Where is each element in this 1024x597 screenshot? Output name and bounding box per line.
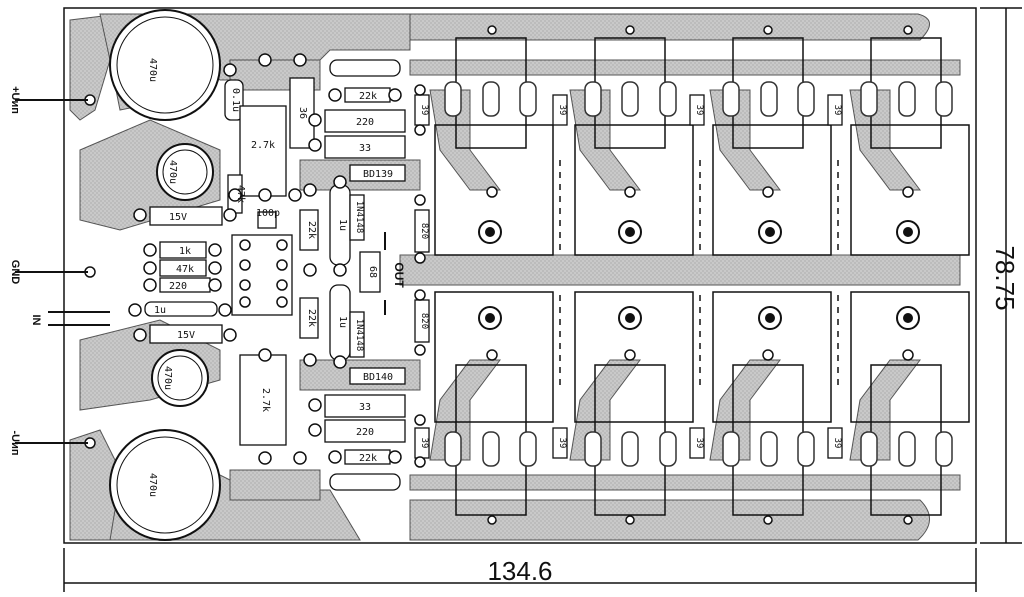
res-220-bottom: 220 <box>356 427 374 438</box>
res-39-4: 39 <box>832 105 842 116</box>
cap-100p: 100p <box>256 208 280 219</box>
gnd-label: GND <box>9 260 21 285</box>
in-label: IN <box>30 315 42 326</box>
cap-470u-bottom: 470u <box>147 473 158 497</box>
res-33-bottom: 33 <box>359 402 371 413</box>
diode-1n4148-bottom: 1N4148 <box>354 319 364 352</box>
transistor-bd139: BD139 <box>363 169 393 180</box>
dimension-lines <box>63 7 1022 592</box>
mounting-holes <box>478 220 920 330</box>
height-dimension-label: 78.75 <box>990 245 1020 310</box>
cap-1u: 1u <box>154 305 166 316</box>
diode-1n4148-top: 1N4148 <box>354 201 364 234</box>
res-22k-bottom: 22k <box>359 453 377 464</box>
res-39-1: 39 <box>419 105 429 116</box>
res-36: 36 <box>297 107 308 119</box>
out-label: OUT <box>392 262 406 288</box>
res-1k: 1k <box>179 246 191 257</box>
cap-1u-v1: 1u <box>337 219 348 231</box>
res-820-top: 820 <box>419 223 429 239</box>
res-2.7k-bottom: 2.7k <box>260 388 271 412</box>
res-220-top: 220 <box>356 117 374 128</box>
res-39-6: 39 <box>557 438 567 449</box>
transistor-pads <box>444 81 953 467</box>
res-47k-mid: 47k <box>176 264 194 275</box>
cap-470u-mid-bottom: 470u <box>162 366 173 390</box>
cap-470u-top: 470u <box>147 58 158 82</box>
cap-0.1u: 0.1u <box>230 88 241 112</box>
res-39-3: 39 <box>694 105 704 116</box>
res-22k-top: 22k <box>359 91 377 102</box>
res-33-top: 33 <box>359 143 371 154</box>
cap-470u-mid-top: 470u <box>167 160 178 184</box>
zener-15v-top: 15V <box>169 212 187 223</box>
res-39-5: 39 <box>419 438 429 449</box>
big-capacitors <box>109 9 221 541</box>
res-220-small: 220 <box>169 281 187 292</box>
external-leads <box>15 99 386 444</box>
res-39-7: 39 <box>694 438 704 449</box>
transistor-bd140: BD140 <box>363 372 393 383</box>
res-2.7k-top: 2.7k <box>251 140 275 151</box>
vplus-label: +Uип <box>9 86 21 114</box>
dashed-separators <box>559 160 839 390</box>
res-820-bottom: 820 <box>419 313 429 329</box>
zener-15v-bottom: 15V <box>177 330 195 341</box>
res-39-2: 39 <box>557 105 567 116</box>
res-68: 68 <box>367 266 378 278</box>
width-dimension-label: 134.6 <box>487 556 552 586</box>
res-22k-v1: 22k <box>306 221 317 239</box>
res-47k-top: 47k <box>235 185 246 203</box>
vminus-label: -Uип <box>9 430 21 455</box>
res-22k-v2: 22k <box>306 309 317 327</box>
small-components <box>144 59 843 491</box>
res-39-8: 39 <box>832 438 842 449</box>
cap-1u-v2: 1u <box>337 316 348 328</box>
